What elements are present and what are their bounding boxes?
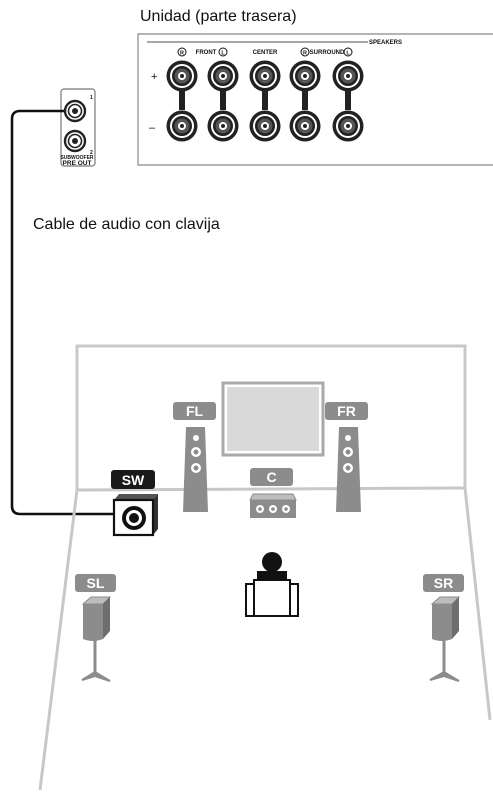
front-l-negative-terminal: [207, 110, 239, 142]
pre-out-num-2: 2: [90, 150, 93, 156]
rear-panel: SPEAKERS R FRONT L CENTER R SURROUND L +…: [137, 33, 493, 166]
sl-label: SL: [87, 575, 105, 591]
room-floor-line: [76, 486, 466, 492]
front-left-speaker: FL: [173, 402, 216, 512]
pre-out-jack-2: [63, 129, 87, 153]
tv-screen: [227, 387, 319, 451]
center-positive-terminal: [249, 60, 281, 92]
surround-right-speaker: SR: [423, 574, 464, 682]
surround-l-mark: L: [346, 51, 350, 57]
sw-side: [153, 494, 158, 535]
speakers-header: SPEAKERS: [369, 40, 402, 46]
room-right-edge: [463, 487, 492, 721]
fr-badge: [325, 402, 368, 420]
front-r-mark-circle: [177, 47, 187, 57]
surround-r-negative-terminal: [289, 110, 321, 142]
sw-badge: [111, 470, 155, 489]
center-top: [249, 493, 297, 501]
surround-r-mark: R: [303, 51, 307, 57]
room: [38, 344, 492, 791]
pre-out-jack-1: [63, 99, 87, 123]
front-right-speaker: FR: [325, 402, 368, 512]
front-r-negative-terminal: [166, 110, 198, 142]
rear-panel-outline: [137, 33, 493, 166]
front-channel-label: R FRONT L: [177, 47, 228, 57]
audio-pin-cable: [10, 109, 113, 516]
fl-label: FL: [186, 403, 204, 419]
center-negative-terminal: [249, 110, 281, 142]
fr-label: FR: [337, 403, 356, 419]
surround-r-positive-terminal: [289, 60, 321, 92]
surround-r-post-bridge: [302, 90, 308, 110]
surround-left-speaker: SL: [75, 574, 116, 682]
speaker-terminals: [166, 60, 364, 142]
front-r-post-bridge: [179, 90, 185, 110]
plus-sign: +: [151, 71, 157, 83]
sw-label: SW: [122, 472, 145, 488]
surround-channel-label: R SURROUND L: [300, 47, 353, 57]
center-speaker: C: [249, 468, 297, 518]
front-r-mark: R: [180, 51, 184, 57]
room-left-edge: [38, 489, 79, 791]
listener-icon: [245, 552, 299, 617]
tv: [221, 381, 325, 457]
pre-out-sub-label: SUBWOOFER: [60, 155, 93, 161]
surround-l-positive-terminal: [332, 60, 364, 92]
center-label: CENTER: [253, 50, 278, 56]
pre-out-label: PRE OUT: [63, 160, 92, 167]
sr-badge: [423, 574, 464, 592]
front-l-mark: L: [221, 51, 225, 57]
audio-cable-caption: Cable de audio con clavija: [33, 216, 220, 233]
room-back-wall: [75, 344, 467, 490]
sr-label: SR: [434, 575, 453, 591]
pre-out-num-1: 1: [90, 95, 93, 101]
c-label: C: [266, 469, 276, 485]
center-post-bridge: [262, 90, 268, 110]
front-label: FRONT: [196, 50, 217, 56]
front-l-mark-circle: [218, 47, 228, 57]
minus-sign: –: [149, 122, 156, 134]
fl-badge: [173, 402, 216, 420]
front-l-positive-terminal: [207, 60, 239, 92]
subwoofer-pre-out: 1 2 SUBWOOFER PRE OUT: [60, 88, 96, 167]
surround-l-post-bridge: [345, 90, 351, 110]
front-r-positive-terminal: [166, 60, 198, 92]
surround-l-mark-circle: [343, 47, 353, 57]
sw-top: [114, 494, 158, 500]
surround-l-negative-terminal: [332, 110, 364, 142]
unit-rear-caption: Unidad (parte trasera): [140, 8, 297, 25]
subwoofer: SW: [111, 470, 158, 537]
sl-badge: [75, 574, 116, 592]
surround-r-mark-circle: [300, 47, 310, 57]
front-l-post-bridge: [220, 90, 226, 110]
surround-label: SURROUND: [310, 50, 345, 56]
c-badge: [250, 468, 293, 486]
